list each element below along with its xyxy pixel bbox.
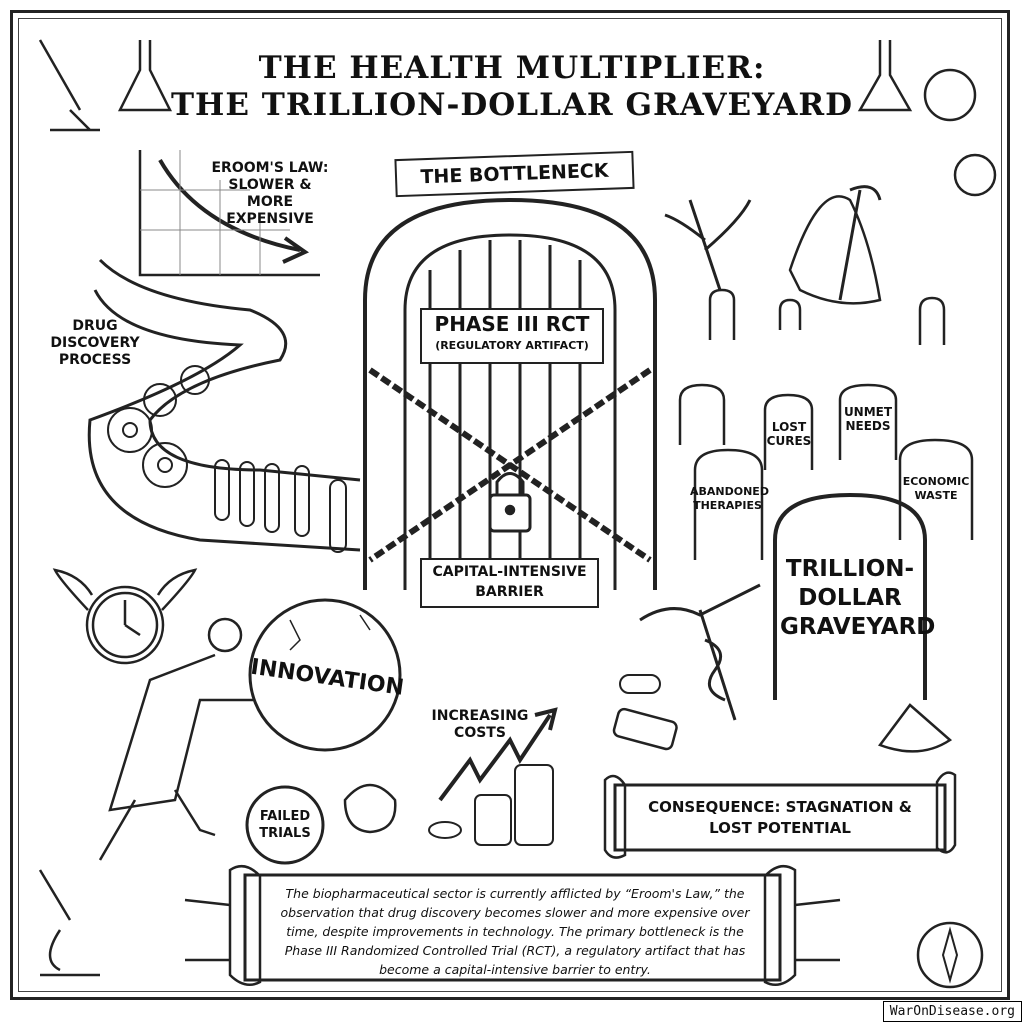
unmet-needs-label: UNMET NEEDS: [843, 405, 893, 433]
gear-icons: [107, 365, 210, 488]
watermark[interactable]: WarOnDisease.org: [882, 1001, 1022, 1022]
erooms-law-chart: [138, 150, 320, 277]
winged-clock-icon: [52, 568, 198, 665]
test-tubes: [214, 459, 347, 553]
capital-barrier-sign: CAPITAL-INTENSIVE BARRIER: [420, 558, 599, 608]
broken-egg: [343, 783, 397, 834]
ornate-border: [10, 10, 1010, 1000]
drug-discovery-label: DRUG DISCOVERY PROCESS: [50, 318, 140, 368]
consequence-scroll: [613, 783, 947, 852]
phase-iii-label: PHASE III RCT: [434, 312, 590, 336]
consequence-label: CONSEQUENCE: STAGNATION & LOST POTENTIAL: [648, 798, 912, 837]
microscope-icon: [38, 39, 100, 132]
economic-waste-label: ECONOMIC WASTE: [902, 475, 970, 502]
lost-cures-label: LOST CURES: [766, 420, 812, 448]
caduceus-icon: [639, 583, 761, 721]
gear-icon: [953, 153, 997, 197]
increasing-costs-label: INCREASING COSTS: [431, 708, 529, 741]
dead-tree: [664, 199, 752, 291]
tombstones: [678, 288, 974, 700]
coin-stacks: [428, 764, 554, 846]
erooms-law-label: EROOM'S LAW: SLOWER & MORE EXPENSIVE: [211, 160, 329, 227]
title-line-1: THE HEALTH MULTIPLIER:: [258, 50, 766, 86]
caption-text: The biopharmaceutical sector is currentl…: [280, 886, 750, 977]
phase-iii-sign: PHASE III RCT (REGULATORY ARTIFACT): [420, 308, 604, 364]
scientist-figure: [98, 617, 255, 861]
caption-scroll: [243, 873, 782, 982]
pill-bottle: [612, 707, 678, 751]
failed-trials-label: FAILED TRIALS: [259, 809, 311, 841]
rising-arrow: [438, 713, 552, 802]
innovation-boulder: [248, 598, 402, 752]
flask-icon: [117, 40, 977, 122]
winding-road: [98, 258, 361, 482]
microscope-icon-bottom: [38, 869, 100, 977]
stone-arch-gate: [363, 197, 657, 590]
inner-border: [18, 18, 1002, 992]
regulatory-artifact-label: (REGULATORY ARTIFACT): [435, 339, 589, 352]
capsule: [619, 674, 661, 694]
abandoned-therapies-label: ABANDONED THERAPIES: [690, 485, 769, 512]
broken-flask: [877, 703, 953, 753]
grim-reaper: [788, 195, 882, 305]
title-line-2: THE TRILLION-DOLLAR GRAVEYARD: [170, 87, 854, 123]
trillion-dollar-graveyard-label: TRILLION-DOLLAR GRAVEYARD: [780, 556, 936, 640]
failed-trials-ball: [245, 785, 325, 865]
compass-icon: [916, 921, 984, 989]
